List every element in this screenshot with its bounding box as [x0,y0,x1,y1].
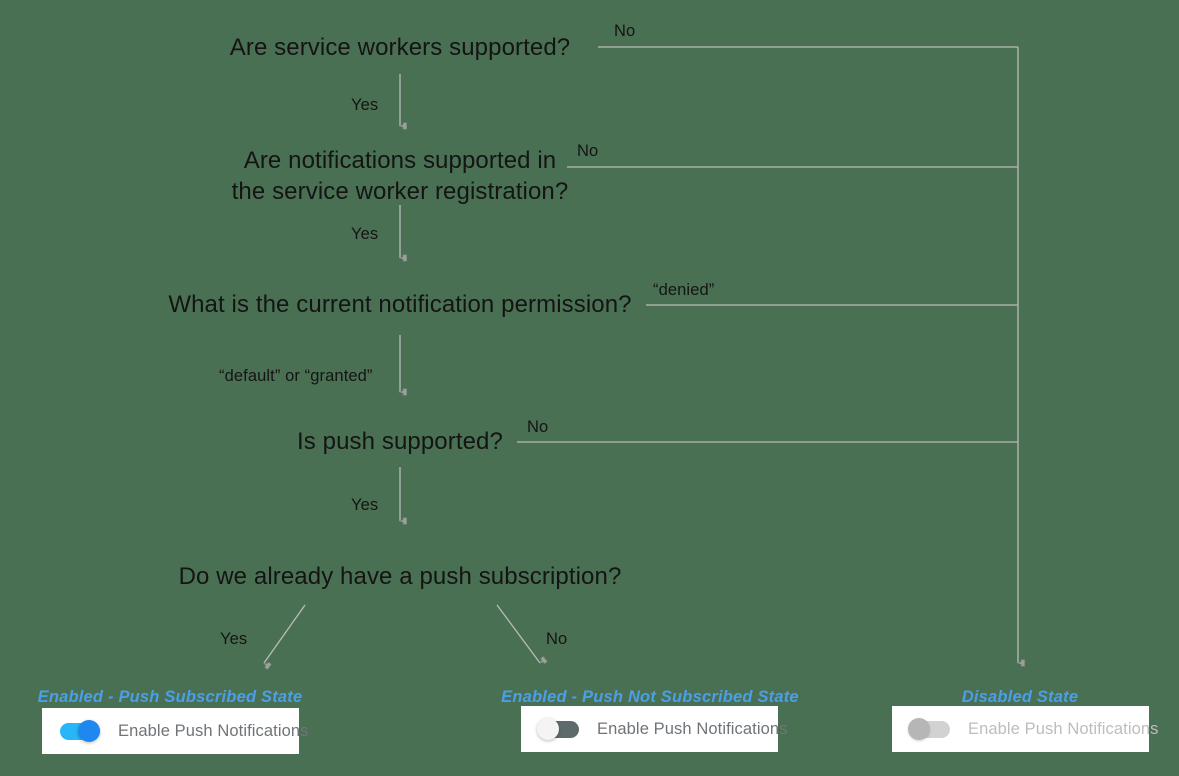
state-label-push-subscribed: Enabled - Push Subscribed State [37,688,303,706]
question-notifications-supported: Are notifications supported in the servi… [231,147,569,205]
toggle-thumb [908,718,930,740]
question-notification-permission: What is the current notification permiss… [168,291,632,318]
edge-label-permission-denied: “denied” [653,281,715,299]
toggle-card-push-not-subscribed[interactable]: Enable Push Notifications [521,706,787,752]
edge-label-service-workers-yes: Yes [351,96,379,114]
edge-label-subscription-yes: Yes [220,630,248,648]
edge-label-push-yes: Yes [351,496,379,514]
toggle-switch-push-subscribed[interactable] [58,720,104,742]
toggle-thumb [537,718,559,740]
toggle-label-push-subscribed: Enable Push Notifications [118,721,309,740]
state-label-disabled: Disabled State [961,688,1079,706]
toggle-label-push-not-subscribed: Enable Push Notifications [597,719,788,738]
toggle-switch-disabled [908,718,954,740]
edge-subscription-yes [262,604,306,670]
edge-label-service-workers-no: No [614,22,636,40]
toggle-switch-push-not-subscribed[interactable] [537,718,583,740]
question-service-workers: Are service workers supported? [229,34,571,61]
question-push-supported: Is push supported? [297,428,503,455]
toggle-thumb [78,720,100,742]
toggle-card-push-subscribed[interactable]: Enable Push Notifications [42,708,308,754]
edge-label-notifications-yes: Yes [351,225,379,243]
question-existing-subscription: Do we already have a push subscription? [178,563,622,590]
edge-label-push-no: No [527,418,549,436]
edge-label-permission-default-granted: “default” or “granted” [219,367,373,385]
edge-label-notifications-no: No [577,142,599,160]
state-label-push-not-subscribed: Enabled - Push Not Subscribed State [501,688,799,706]
edge-label-subscription-no: No [546,630,568,648]
toggle-card-disabled: Enable Push Notifications [892,706,1158,752]
toggle-label-disabled: Enable Push Notifications [968,719,1159,738]
edge-subscription-no [496,604,548,665]
